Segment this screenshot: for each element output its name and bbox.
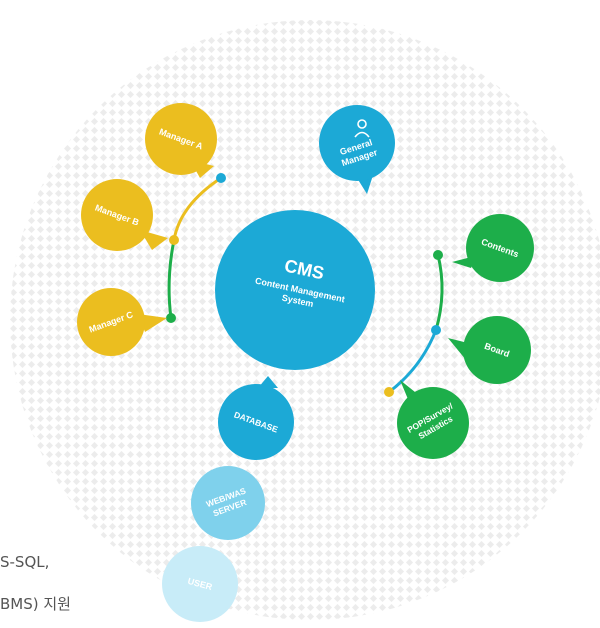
board-node: Board [448, 316, 531, 384]
web-was-server-node: WEB/WAS SERVER [191, 466, 265, 540]
connector-dot-b [169, 235, 179, 245]
connector-dot-a [216, 173, 226, 183]
service-connector-arc-top [434, 254, 444, 331]
side-text-line2: BMS) 지원 [0, 595, 71, 613]
database-node: DATABASE [218, 376, 294, 460]
user-node: USER [162, 546, 238, 622]
manager-b-node: Manager B [81, 179, 168, 251]
side-text-line1: S-SQL, [0, 553, 50, 571]
contents-node: Contents [452, 214, 534, 282]
user-icon [354, 119, 370, 138]
manager-a-node: Manager A [145, 103, 217, 178]
pop-survey-statistics-node: POP/Survey/ Statistics [397, 380, 469, 459]
connector-dot-c [166, 313, 176, 323]
connector-dot-pop [384, 387, 394, 397]
manager-connector-arc-bottom [167, 239, 176, 319]
connector-dot-contents [433, 250, 443, 260]
service-connector-arc-bottom [388, 329, 438, 394]
manager-connector-arc-top [172, 176, 222, 241]
general-manager-node: General Manager [319, 105, 395, 194]
cms-center-node: CMS Content Management System [215, 210, 375, 370]
manager-c-node: Manager C [77, 288, 167, 356]
connector-dot-board [431, 325, 441, 335]
